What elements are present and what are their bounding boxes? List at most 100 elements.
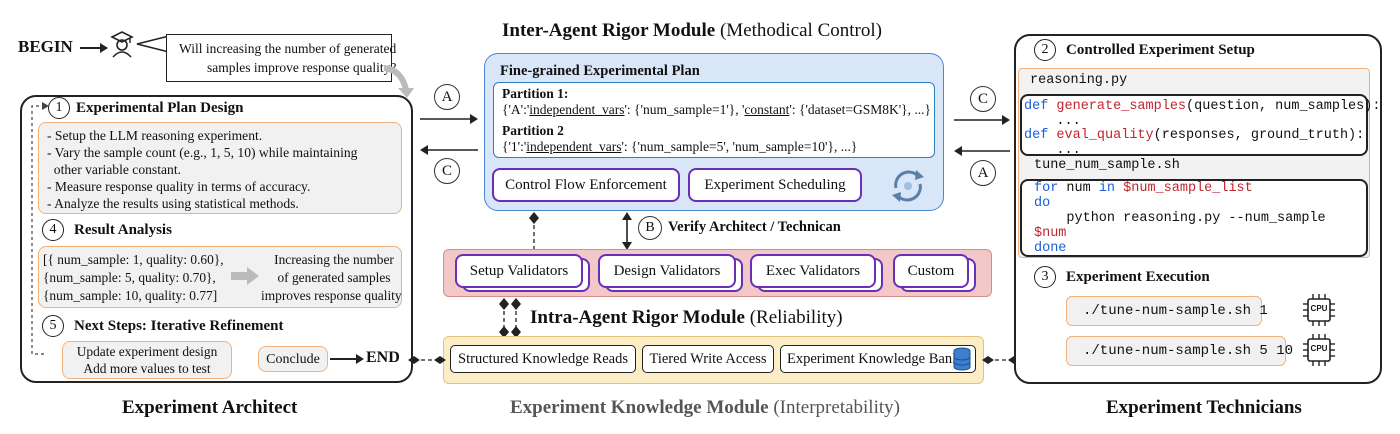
- verify-badge: B: [638, 216, 662, 240]
- inter-title-bold: Inter-Agent Rigor Module: [502, 20, 716, 41]
- knowledge-reads-box[interactable]: Structured Knowledge Reads: [450, 345, 636, 373]
- code2-line-2: do: [1034, 196, 1051, 211]
- p2-pre: {'1':': [502, 139, 527, 154]
- cmd-2-text: ./tune-num-sample.sh 5 10: [1083, 343, 1294, 359]
- p1-pre: {'A':': [502, 102, 530, 117]
- p1-key: independent_vars: [529, 102, 625, 117]
- cpu-icon-1: [1303, 294, 1335, 326]
- speech-bubble-tail: [136, 35, 170, 53]
- question-line-1: Will increasing the number of generated: [179, 41, 397, 56]
- knowledge-caption-bold: Experiment Knowledge Module: [510, 397, 769, 418]
- update-line-1: Update experiment design: [76, 344, 218, 359]
- tiered-write-box[interactable]: Tiered Write Access: [642, 345, 774, 373]
- setup-title: Controlled Experiment Setup: [1066, 41, 1255, 58]
- partition-2-label: Partition 2: [502, 123, 564, 138]
- cmd-1-text: ./tune-num-sample.sh 1: [1083, 303, 1268, 319]
- verify-label: Verify Architect / Technican: [668, 219, 841, 235]
- arrow-c-badge-right: C: [970, 86, 996, 112]
- step-5-badge: 5: [42, 315, 64, 337]
- result-data-1: [{ num_sample: 1, quality: 0.60},: [43, 252, 224, 267]
- p1-mid: ': {'num_sample=1'}, ': [624, 102, 745, 117]
- begin-label: BEGIN: [18, 37, 73, 56]
- knowledge-left-arrow: [408, 356, 446, 364]
- p1-post: ': {'dataset=GSM8K'}, ...}: [789, 102, 932, 117]
- result-conclusion-2: of generated samples: [277, 270, 391, 285]
- cycle-icon: [892, 170, 924, 202]
- code2-line-5: done: [1034, 241, 1067, 256]
- intra-title-rest: (Reliability): [744, 307, 843, 328]
- begin-arrow: [80, 43, 108, 53]
- architect-caption: Experiment Architect: [122, 397, 298, 418]
- code1-line-3: def eval_quality(responses, ground_truth…: [1024, 128, 1365, 143]
- knowledge-bank-box[interactable]: Experiment Knowledge Bank: [780, 345, 976, 373]
- update-design-box: Update experiment design Add more values…: [62, 341, 232, 379]
- arrow-a-left: [420, 114, 478, 124]
- cmd-box-2[interactable]: ./tune-num-sample.sh 5 10: [1066, 336, 1293, 366]
- cmd-box-1[interactable]: ./tune-num-sample.sh 1: [1066, 296, 1268, 326]
- conclude-arrow: [330, 354, 364, 364]
- inter-title-rest: (Methodical Control): [715, 20, 882, 41]
- cpu-label-1: CPU: [1310, 304, 1328, 313]
- file2-label: tune_num_sample.sh: [1034, 158, 1180, 173]
- inter-title: Inter-Agent Rigor Module (Methodical Con…: [0, 20, 1400, 42]
- update-line-2: Add more values to test: [83, 361, 211, 376]
- arrow-a-badge-right: A: [970, 160, 996, 186]
- step-4-badge: 4: [42, 219, 64, 241]
- result-conclusion-1: Increasing the number: [274, 252, 394, 267]
- knowledge-bank-label: Experiment Knowledge Bank: [787, 350, 960, 367]
- code1-line-1: def generate_samples(question, num_sampl…: [1024, 99, 1381, 114]
- p2-key: independent_vars: [526, 139, 622, 154]
- bubble-to-plan-arrow: [383, 65, 414, 98]
- plan-line-3: other variable constant.: [47, 162, 181, 177]
- arrow-c-right: [954, 115, 1010, 125]
- question-bubble: Will increasing the number of generated …: [166, 34, 396, 82]
- inter-to-validators-dashed: [529, 212, 539, 250]
- result-data-2: {num_sample: 5, quality: 0.70},: [43, 270, 216, 285]
- result-title: Result Analysis: [74, 221, 172, 238]
- result-box: [{ num_sample: 1, quality: 0.60}, {num_s…: [38, 246, 402, 308]
- next-title: Next Steps: Iterative Refinement: [74, 317, 284, 334]
- plan-line-4: - Measure response quality in terms of a…: [47, 179, 311, 194]
- design-validators-button[interactable]: Design Validators: [598, 254, 736, 288]
- code2-line-3: python reasoning.py --num_sample: [1034, 211, 1326, 226]
- question-line-2: samples improve response quality?: [207, 60, 397, 75]
- cpu-label-2: CPU: [1310, 344, 1328, 353]
- result-conclusion-3: improves response quality: [261, 288, 402, 303]
- refinement-loop-arrow: [31, 102, 49, 355]
- code1-line-2: ...: [1024, 114, 1081, 129]
- plan-title: Experimental Plan Design: [76, 99, 244, 116]
- conclude-label: Conclude: [266, 351, 320, 367]
- result-section-title: 4 Result Analysis: [42, 219, 172, 241]
- code-block-2: for num in $num_sample_list do python re…: [1020, 179, 1368, 257]
- arrow-a-right: [954, 146, 1010, 156]
- exec-validators-button[interactable]: Exec Validators: [750, 254, 876, 288]
- next-section-title: 5 Next Steps: Iterative Refinement: [42, 315, 284, 337]
- result-arrow: [231, 267, 259, 285]
- setup-validators-button[interactable]: Setup Validators: [455, 254, 583, 288]
- p1-key2: constant: [744, 102, 790, 117]
- exec-title: Experiment Execution: [1066, 268, 1210, 285]
- arrow-c-left: [420, 145, 478, 155]
- plan-line-5: - Analyze the results using statistical …: [47, 196, 299, 211]
- technicians-caption: Experiment Technicians: [1106, 397, 1302, 418]
- plan-header: Fine-grained Experimental Plan: [500, 63, 700, 79]
- plan-line-2: - Vary the sample count (e.g., 1, 5, 10)…: [47, 145, 358, 160]
- step-2-badge: 2: [1034, 39, 1056, 61]
- control-flow-button[interactable]: Control Flow Enforcement: [492, 168, 680, 202]
- exec-section-title: 3 Experiment Execution: [1034, 266, 1210, 288]
- end-label: END: [366, 349, 400, 366]
- knowledge-caption-rest: (Interpretability): [768, 397, 900, 418]
- p2-post: ': {'num_sample=5', 'num_sample=10'}, ..…: [621, 139, 858, 154]
- intra-title: Intra-Agent Rigor Module (Reliability): [530, 307, 843, 329]
- step-1-badge: 1: [48, 97, 70, 119]
- step-3-badge: 3: [1034, 266, 1056, 288]
- arrow-c-badge-left: C: [434, 158, 460, 184]
- partition-2-text: {'1':'independent_vars': {'num_sample=5'…: [502, 137, 857, 156]
- partition-box: Partition 1: {'A':'independent_vars': {'…: [493, 82, 935, 158]
- plan-section-title: 1 Experimental Plan Design: [48, 97, 244, 119]
- custom-validators-button[interactable]: Custom: [893, 254, 969, 288]
- knowledge-caption: Experiment Knowledge Module (Interpretab…: [510, 397, 900, 419]
- scheduling-button[interactable]: Experiment Scheduling: [688, 168, 862, 202]
- plan-box: - Setup the LLM reasoning experiment. - …: [38, 122, 402, 214]
- validators-to-knowledge-arrows: [499, 298, 521, 338]
